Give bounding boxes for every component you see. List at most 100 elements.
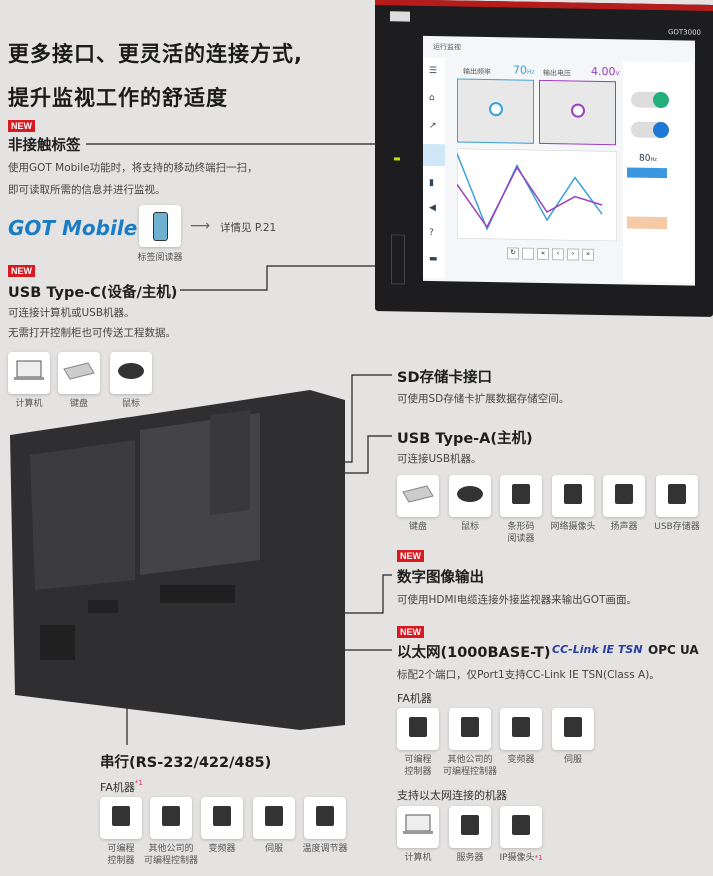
serial-heading: 串行(RS-232/422/485) xyxy=(100,755,272,771)
mouse-icon xyxy=(116,360,146,386)
set-value: 80 xyxy=(639,153,651,164)
usb-c-cover xyxy=(391,234,405,285)
screen-trend-icon[interactable]: ↗ xyxy=(429,120,437,132)
trend-chart xyxy=(457,148,617,242)
cc-link-ie-tsn-logo: CC-Link IE TSN xyxy=(552,643,643,656)
device-tile xyxy=(110,352,152,394)
screen-nav-buttons: ↻ « ‹ › » xyxy=(507,247,594,261)
screen-sidebar: ☰ ⌂ ↗ ▮ ◀ ? ▬ xyxy=(423,57,445,279)
screen-menu-icon[interactable]: ☰ xyxy=(429,65,438,77)
keyboard-icon xyxy=(401,484,435,508)
new-badge: NEW xyxy=(8,265,35,277)
device-label: 服务器 xyxy=(456,853,484,863)
device-label: 其他公司的 可编程控制器 xyxy=(143,844,198,866)
nfc-heading: 非接触标签 xyxy=(8,138,81,154)
usba-heading: USB Type-A(主机) xyxy=(397,431,533,447)
hdmi-desc: 可使用HDMI电缆连接外接监视器来输出GOT画面。 xyxy=(397,594,637,606)
tag-reader-label: 标签阅读器 xyxy=(137,253,183,263)
device-icon xyxy=(209,803,235,833)
device-label: 温度调节器 xyxy=(302,844,348,854)
alarm-button[interactable] xyxy=(627,216,667,230)
usbc-heading: USB Type-C(设备/主机) xyxy=(8,285,178,301)
ref-link[interactable]: 详情见 P.21 xyxy=(220,222,277,234)
device-label: 伺服 xyxy=(264,844,283,854)
ethernet-heading: 以太网(1000BASE-T) xyxy=(397,645,551,661)
footnote-mark: *1 xyxy=(134,779,143,787)
device-label: 可编程 控制器 xyxy=(404,755,432,777)
device-icon xyxy=(261,803,287,833)
device-icon xyxy=(508,481,534,511)
volt-value: 4.00 xyxy=(591,64,616,79)
device-tile xyxy=(100,797,142,839)
laptop-icon xyxy=(13,359,45,387)
volt-unit: V xyxy=(615,70,620,78)
device-tile xyxy=(449,475,491,517)
device-icon xyxy=(560,714,586,744)
device-icon xyxy=(664,481,690,511)
got-mobile-logo: GOT Mobile xyxy=(8,216,138,240)
usbc-desc-1: 可连接计算机或USB机器。 xyxy=(8,307,135,319)
screen-folder-icon[interactable]: ▬ xyxy=(429,253,438,265)
direction-toggle[interactable] xyxy=(631,121,669,139)
screen-monitor-tab[interactable] xyxy=(423,143,445,167)
tag-reader-tile xyxy=(139,205,181,247)
device-tile xyxy=(397,708,439,750)
touch-button[interactable] xyxy=(522,247,534,260)
device-tile xyxy=(500,708,542,750)
device-label: 鼠标 xyxy=(460,522,479,532)
device-tile xyxy=(397,806,439,848)
device-icon xyxy=(457,812,483,842)
device-label: 变频器 xyxy=(507,755,535,765)
freq-label: 输出频率 xyxy=(463,67,491,77)
last-button[interactable]: » xyxy=(582,248,594,261)
device-tile xyxy=(304,797,346,839)
opc-ua-logo: OPC UA xyxy=(648,643,699,657)
trend-series-voltage xyxy=(457,166,603,229)
device-label: 网络摄像头 xyxy=(550,522,596,532)
new-badge: NEW xyxy=(397,550,424,562)
device-label: 变频器 xyxy=(208,844,236,854)
set-button[interactable] xyxy=(627,167,667,179)
screen-help-icon[interactable]: ? xyxy=(429,227,434,239)
device-icon xyxy=(312,803,338,833)
screen-bar-icon[interactable]: ▮ xyxy=(429,177,434,189)
device-icon xyxy=(405,714,431,744)
run-toggle[interactable] xyxy=(631,91,669,109)
device-tile xyxy=(603,475,645,517)
device-tile xyxy=(201,797,243,839)
device-label: USB存储器 xyxy=(654,522,700,532)
got-front-device: GOT3000 运行监视 ☰ ⌂ ↗ ▮ ◀ ? ▬ 输出频率 70Hz 输出电… xyxy=(375,0,713,317)
screen-sound-icon[interactable]: ◀ xyxy=(429,202,436,214)
device-label: 键盘 xyxy=(408,522,427,532)
page-title-line1: 更多接口、更灵活的连接方式, xyxy=(8,42,303,66)
keyboard-icon xyxy=(62,361,96,385)
eth-devices-title: 支持以太网连接的机器 xyxy=(397,789,507,802)
screen-home-icon[interactable]: ⌂ xyxy=(429,92,435,104)
hdmi-heading: 数字图像输出 xyxy=(397,570,484,586)
sd-heading: SD存储卡接口 xyxy=(397,370,492,386)
nfc-desc-2: 即可读取所需的信息并进行监视。 xyxy=(8,184,166,196)
got-rear-device xyxy=(10,390,345,730)
prev-button[interactable]: ‹ xyxy=(552,248,564,261)
device-label: 计算机 xyxy=(15,399,43,409)
device-tile xyxy=(500,475,542,517)
status-led xyxy=(394,157,400,161)
device-tile xyxy=(500,806,542,848)
screen-title: 运行监视 xyxy=(433,43,461,52)
first-button[interactable]: « xyxy=(537,247,549,261)
page-title-line2: 提升监视工作的舒适度 xyxy=(8,86,228,110)
device-tile xyxy=(552,708,594,750)
set-unit: Hz xyxy=(650,156,657,163)
device-icon xyxy=(508,714,534,744)
next-button[interactable]: › xyxy=(567,248,579,261)
usbc-desc-2: 无需打开控制柜也可传送工程数据。 xyxy=(8,327,176,339)
device-label: 鼠标 xyxy=(121,399,140,409)
refresh-button[interactable]: ↻ xyxy=(507,247,519,260)
new-badge: NEW xyxy=(8,120,35,132)
frequency-gauge xyxy=(457,78,534,144)
device-tile xyxy=(656,475,698,517)
device-label: 其他公司的 可编程控制器 xyxy=(442,755,497,777)
footnote-mark: *1 xyxy=(534,854,543,862)
device-icon xyxy=(560,481,586,511)
mitsubishi-logo xyxy=(390,11,410,22)
